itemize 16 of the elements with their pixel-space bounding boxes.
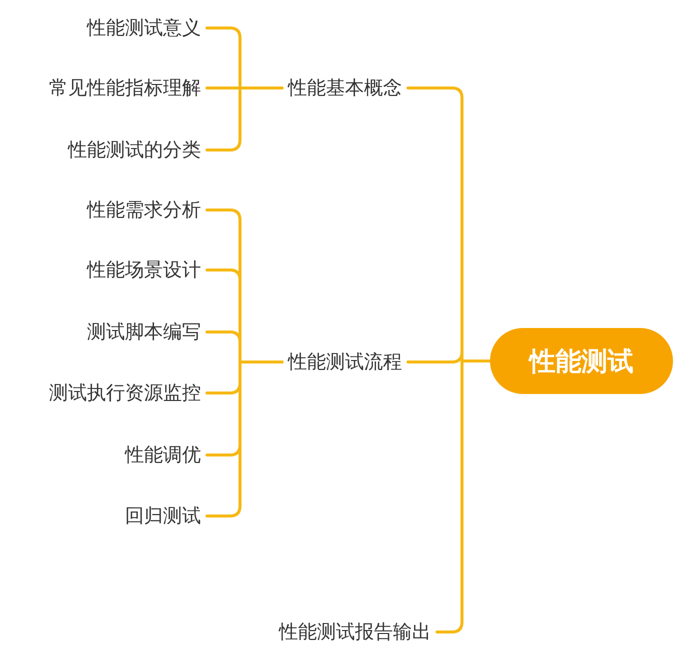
- leaf-topic: 测试脚本编写: [81, 317, 207, 347]
- branch-topic: 性能基本概念: [282, 73, 408, 103]
- leaf-topic: 性能测试意义: [81, 13, 207, 43]
- leaf-topic: 回归测试: [119, 501, 207, 531]
- bracket-connector: [206, 360, 284, 518]
- bracket-connector: [206, 86, 284, 152]
- leaf-topic: 性能测试的分类: [62, 135, 207, 165]
- root-topic: 性能测试: [490, 328, 673, 394]
- leaf-topic: 测试执行资源监控: [43, 378, 207, 408]
- leaf-topic: 性能调优: [119, 440, 207, 470]
- bracket-connector: [436, 360, 492, 634]
- branch-topic: 性能测试流程: [282, 347, 408, 377]
- leaf-topic: 性能测试报告输出: [273, 617, 437, 647]
- leaf-topic: 性能场景设计: [81, 255, 207, 285]
- leaf-topic: 性能需求分析: [81, 195, 207, 225]
- leaf-topic: 常见性能指标理解: [43, 73, 207, 103]
